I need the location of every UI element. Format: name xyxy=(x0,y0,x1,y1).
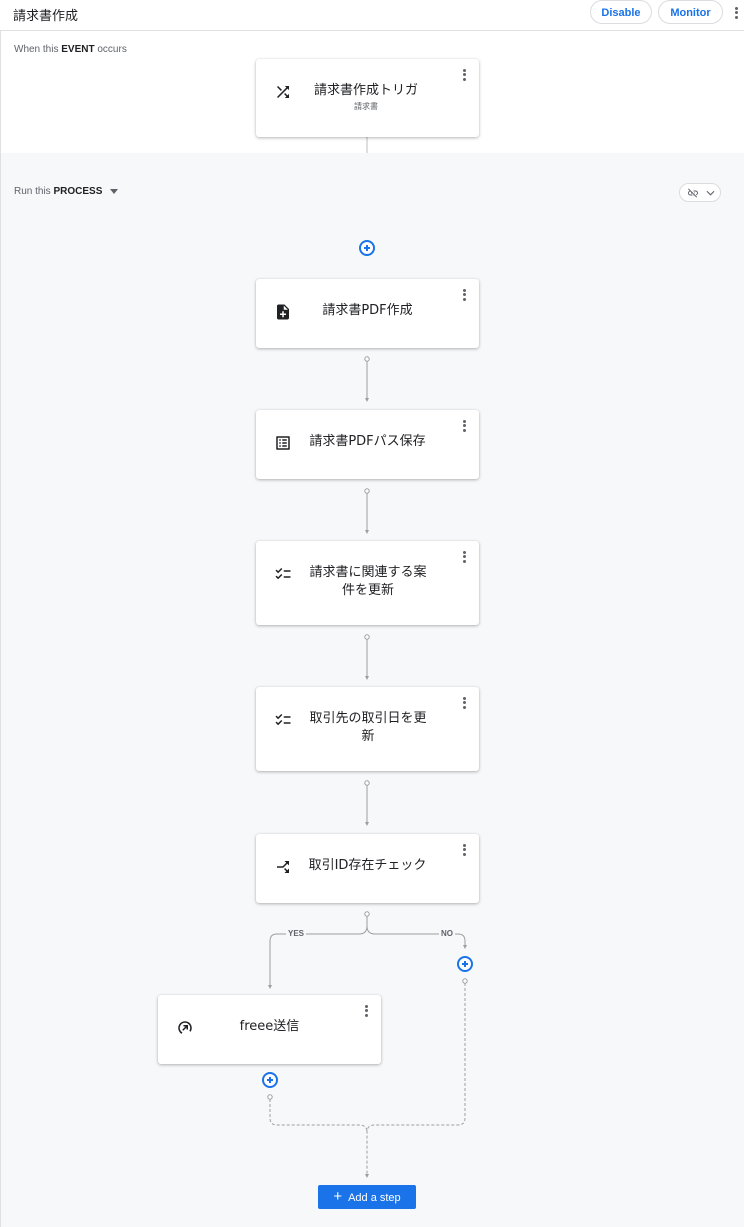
step-title: 請求書PDFパス保存 xyxy=(309,434,426,449)
step-title: 取引ID存在チェック xyxy=(308,858,427,873)
branch-no-label: NO xyxy=(439,929,455,938)
add-step-icon[interactable] xyxy=(457,956,473,972)
trigger-menu-icon[interactable] xyxy=(457,67,471,83)
disable-button[interactable]: Disable xyxy=(590,0,652,24)
plus-icon: + xyxy=(333,1188,343,1205)
monitor-button[interactable]: Monitor xyxy=(658,0,723,24)
step-menu-icon[interactable] xyxy=(457,842,471,858)
link-toggle[interactable] xyxy=(679,183,721,202)
add-step-label: Add a step xyxy=(348,1192,401,1204)
step-title: 取引先の取引日を更 新 xyxy=(309,711,427,744)
branch-card[interactable]: 取引ID存在チェック xyxy=(256,834,479,903)
step-title: freee送信 xyxy=(239,1019,300,1034)
trigger-subtitle: 請求書 xyxy=(354,102,378,111)
step-title: 請求書PDF作成 xyxy=(322,303,413,318)
step-card[interactable]: 請求書に関連する案 件を更新 xyxy=(256,541,479,625)
step-menu-icon[interactable] xyxy=(457,418,471,434)
checklist-icon xyxy=(275,568,291,580)
step-menu-icon[interactable] xyxy=(457,695,471,711)
shuffle-icon xyxy=(277,86,289,98)
trigger-title: 請求書作成トリガ xyxy=(313,83,418,98)
add-step-button[interactable]: + Add a step xyxy=(318,1185,416,1209)
page-title: 請求書作成 xyxy=(13,9,79,24)
call-split-icon xyxy=(277,861,289,873)
list-alt-icon xyxy=(276,436,290,450)
step-menu-icon[interactable] xyxy=(359,1003,373,1019)
add-step-icon[interactable] xyxy=(262,1072,278,1088)
checklist-icon xyxy=(275,714,291,726)
event-section-label: When this EVENT occurs xyxy=(14,44,127,55)
step-menu-icon[interactable] xyxy=(457,549,471,565)
step-card[interactable]: 取引先の取引日を更 新 xyxy=(256,687,479,771)
process-section-label[interactable]: Run this PROCESS xyxy=(14,186,119,197)
more-options-icon[interactable] xyxy=(729,5,743,21)
add-step-icon[interactable] xyxy=(359,240,375,256)
top-bar: 請求書作成 Disable Monitor xyxy=(0,0,744,31)
trigger-card[interactable]: 請求書作成トリガ 請求書 xyxy=(256,59,479,137)
step-card[interactable]: freee送信 xyxy=(158,995,381,1064)
note-add-icon xyxy=(277,304,289,320)
step-card[interactable]: 請求書PDFパス保存 xyxy=(256,410,479,479)
step-menu-icon[interactable] xyxy=(457,287,471,303)
step-card[interactable]: 請求書PDF作成 xyxy=(256,279,479,348)
send-link-icon xyxy=(178,1021,192,1035)
step-title: 請求書に関連する案 件を更新 xyxy=(309,565,427,598)
branch-yes-label: YES xyxy=(286,929,307,938)
dropdown-arrow-icon[interactable] xyxy=(109,186,119,196)
chevron-down-icon xyxy=(706,190,715,196)
link-off-icon xyxy=(688,188,698,198)
